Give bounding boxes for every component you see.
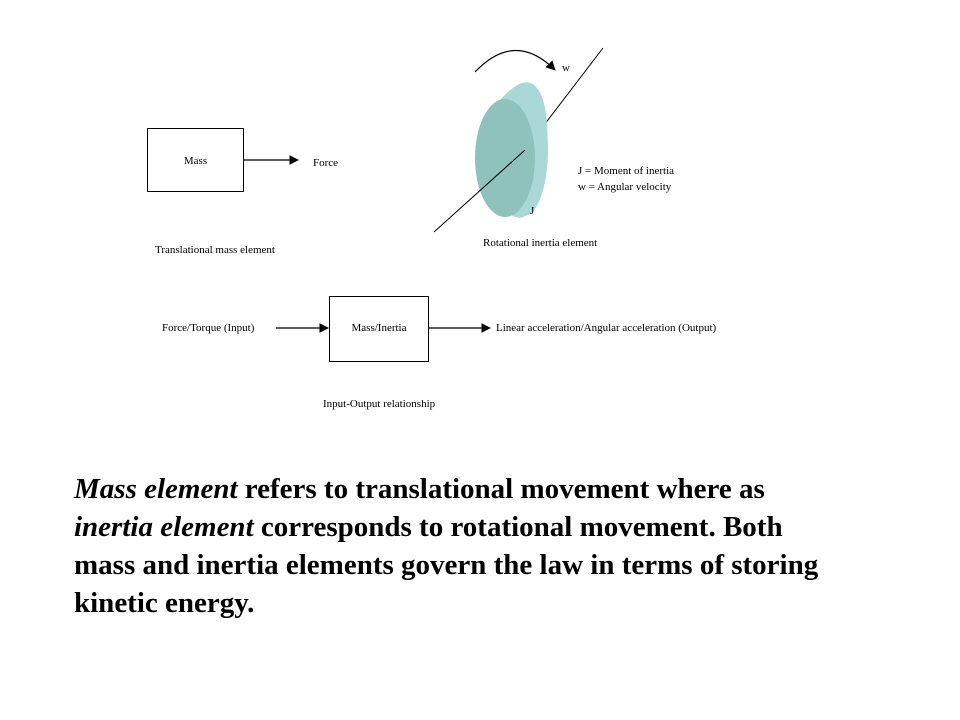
- inertia-element-term: inertia element: [74, 511, 254, 543]
- mass-box-label: Mass: [183, 155, 208, 167]
- input-label: Force/Torque (Input): [162, 322, 255, 334]
- translational-caption: Translational mass element: [155, 244, 275, 256]
- legend-angular-velocity: w = Angular velocity: [578, 181, 672, 193]
- output-label: Linear acceleration/Angular acceleration…: [496, 322, 717, 334]
- mass-element-term: Mass element: [74, 473, 238, 505]
- description-paragraph: Mass element refers to translational mov…: [74, 470, 924, 622]
- diagram-graphics: [243, 47, 604, 333]
- omega-label: w: [562, 62, 570, 74]
- mass-inertia-box-label: Mass/Inertia: [351, 322, 407, 334]
- disc-front-face: [475, 99, 535, 217]
- force-label: Force: [313, 157, 339, 169]
- description-line-3: mass and inertia elements govern the law…: [74, 549, 819, 581]
- omega-arc: [474, 49, 556, 73]
- rotation-axis-front: [433, 149, 526, 233]
- description-line-4: kinetic energy.: [74, 587, 255, 619]
- j-label: J: [530, 205, 535, 217]
- io-caption: Input-Output relationship: [323, 398, 436, 410]
- description-line-1: Mass element refers to translational mov…: [74, 473, 765, 505]
- mass-box: Mass: [147, 128, 244, 192]
- rotational-caption: Rotational inertia element: [483, 237, 598, 249]
- mass-inertia-box: Mass/Inertia: [329, 296, 429, 362]
- legend-moment-of-inertia: J = Moment of inertia: [578, 165, 675, 177]
- description-line-2: inertia element corresponds to rotationa…: [74, 511, 783, 543]
